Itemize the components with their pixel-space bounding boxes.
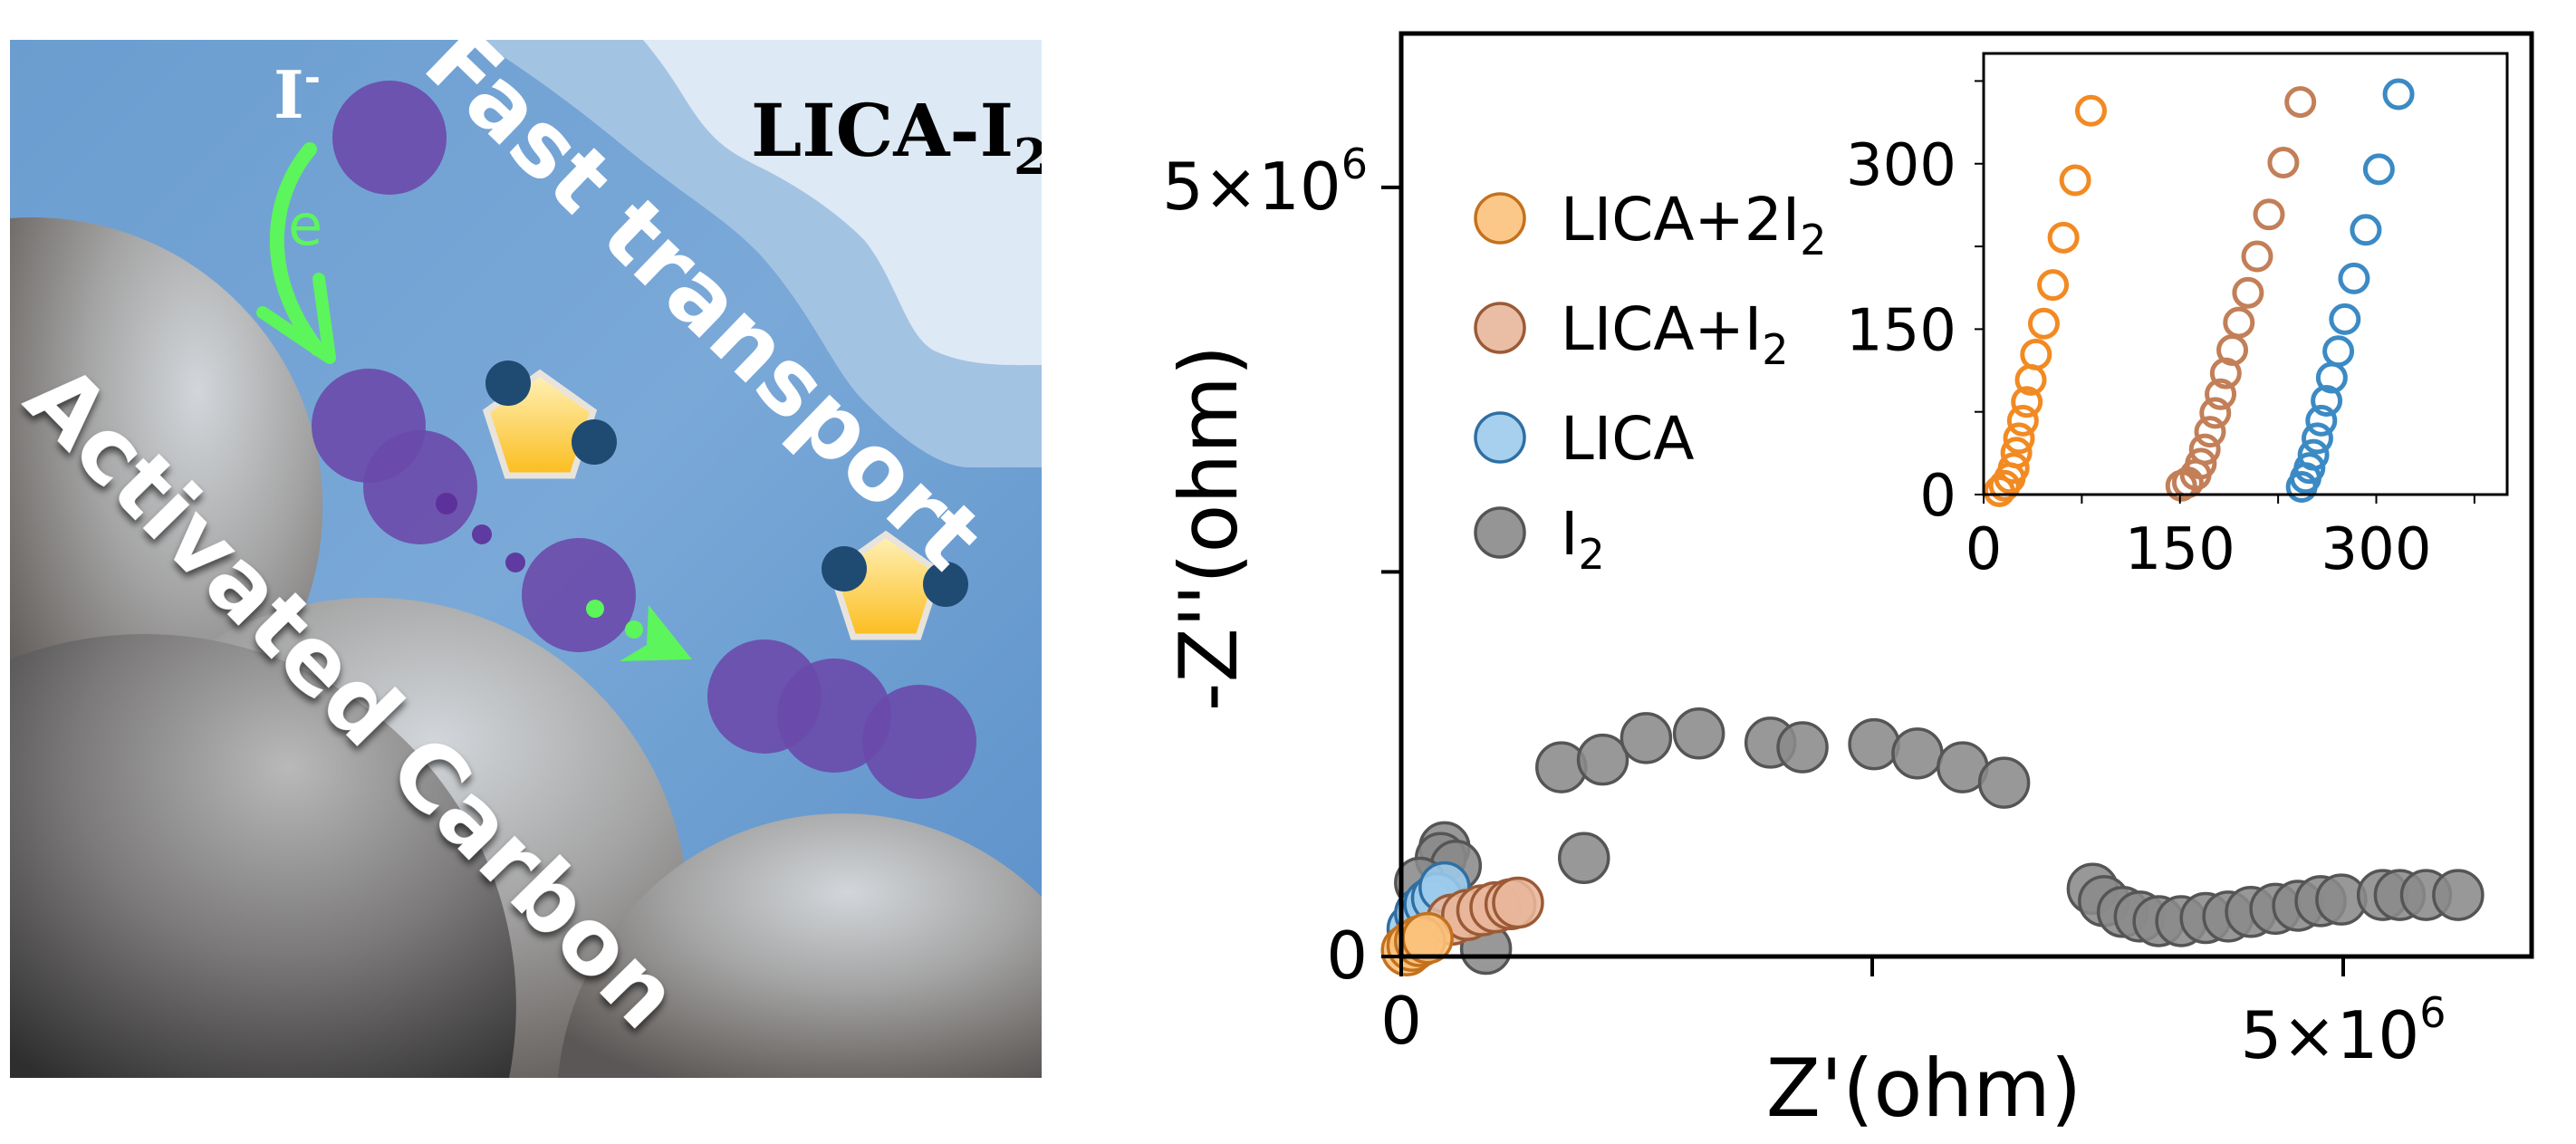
inset-x-tick-label: 150 xyxy=(2125,516,2235,583)
lica-i2-title: LICA-I2 xyxy=(751,88,1048,186)
inset-y-tick-label: 300 xyxy=(1846,132,1956,199)
data-point-inset-series-1 xyxy=(2232,276,2264,309)
data-point-inset-series-0 xyxy=(1997,452,2030,485)
arrow-head-icon xyxy=(620,605,692,661)
data-point-inset-series-0 xyxy=(2059,164,2091,197)
data-point-main-series-0 xyxy=(1848,717,1900,771)
data-point-inset-series-1 xyxy=(2267,147,2300,179)
main-plot-markers xyxy=(1380,707,2485,976)
data-point-inset-series-0 xyxy=(2003,422,2035,455)
data-point-main-series-2 xyxy=(1492,876,1544,929)
data-point-inset-series-2 xyxy=(2322,335,2355,368)
legend-marker xyxy=(1474,506,1526,559)
legend-marker xyxy=(1474,411,1526,464)
data-point-inset-series-2 xyxy=(2329,303,2361,335)
data-point-inset-series-1 xyxy=(2194,416,2226,448)
inset-plot-markers xyxy=(1983,78,2415,507)
inset-y-tick-label: 150 xyxy=(1846,297,1956,364)
data-point-main-series-0 xyxy=(2432,869,2485,921)
iodine-species xyxy=(312,81,976,799)
inset-background xyxy=(1984,53,2507,495)
data-point-inset-series-0 xyxy=(2037,269,2070,302)
carbon-sphere xyxy=(10,634,516,1078)
data-point-main-series-0 xyxy=(1576,733,1629,786)
data-point-inset-series-0 xyxy=(2074,94,2107,127)
legend-label: I2 xyxy=(1561,499,1605,579)
data-point-inset-series-1 xyxy=(2185,447,2217,480)
electron-dots xyxy=(586,600,692,661)
data-point-inset-series-2 xyxy=(2305,404,2338,437)
legend-marker xyxy=(1474,302,1526,354)
y-tick-label: 0 xyxy=(1326,918,1368,994)
data-point-inset-series-0 xyxy=(2006,404,2039,437)
data-point-inset-series-0 xyxy=(2027,307,2060,340)
inset-y-tick-label: 0 xyxy=(1919,463,1956,530)
main-axis-ticks: 0 5×106 0 5×106 xyxy=(1162,139,2446,1073)
legend-item: I2 xyxy=(1474,499,1605,579)
legend-item: LICA+2I2 xyxy=(1474,185,1827,264)
legend-label: LICA+2I2 xyxy=(1561,185,1827,264)
data-point-inset-series-2 xyxy=(2362,153,2395,186)
data-point-inset-series-1 xyxy=(2284,86,2317,119)
pentagon-molecule xyxy=(822,530,968,640)
electrolyte-wave-light xyxy=(643,40,1042,366)
legend-item: LICA+I2 xyxy=(1474,294,1789,374)
data-point-inset-series-1 xyxy=(2188,433,2221,466)
x-axis-title: Z'(ohm) xyxy=(1766,1042,2081,1135)
electron-arrow-icon xyxy=(256,142,336,364)
data-point-main-series-0 xyxy=(1558,832,1610,885)
data-point-inset-series-2 xyxy=(2338,262,2370,294)
mechanism-illustration: I- e Fast transport Activated Carbon LIC… xyxy=(10,40,1048,1078)
x-tick-label: 5×106 xyxy=(2240,988,2446,1073)
data-point-inset-series-1 xyxy=(2205,378,2237,410)
main-axes-frame xyxy=(1399,31,2534,959)
legend-label: LICA+I2 xyxy=(1561,294,1789,374)
inset-axes-frame xyxy=(1982,52,2509,496)
data-point-inset-series-2 xyxy=(2301,422,2333,455)
inset-x-tick-label: 300 xyxy=(2321,516,2431,583)
data-point-inset-series-1 xyxy=(2199,397,2232,429)
data-point-inset-series-2 xyxy=(2297,438,2330,471)
data-point-main-series-0 xyxy=(1776,721,1829,774)
data-point-inset-series-0 xyxy=(2020,338,2052,370)
data-point-inset-series-2 xyxy=(2293,452,2326,485)
data-point-main-series-0 xyxy=(1977,756,2031,809)
data-point-main-series-0 xyxy=(1620,712,1673,764)
inset-axis-ticks: 0 150 300 0 150 300 xyxy=(1846,80,2475,583)
electron-label: e xyxy=(288,192,322,258)
inset-x-tick-label: 0 xyxy=(1966,516,2003,583)
y-axis-title: -Z''(ohm) xyxy=(1162,345,1255,711)
data-point-inset-series-0 xyxy=(2047,221,2080,254)
carbon-sphere xyxy=(558,813,1042,1078)
data-point-inset-series-2 xyxy=(2350,214,2382,246)
ion-label: I- xyxy=(274,54,321,133)
data-point-inset-series-1 xyxy=(2241,240,2273,273)
data-point-inset-series-1 xyxy=(2223,306,2255,339)
pentagon-molecule xyxy=(482,361,617,479)
data-point-inset-series-0 xyxy=(2011,386,2043,418)
legend-label: LICA xyxy=(1561,404,1694,474)
x-tick-label: 0 xyxy=(1380,983,1422,1059)
data-point-inset-series-1 xyxy=(2253,198,2285,231)
data-point-inset-series-0 xyxy=(2000,437,2033,469)
legend-marker xyxy=(1474,192,1526,245)
data-point-inset-series-2 xyxy=(2311,385,2343,418)
y-tick-label: 5×106 xyxy=(1162,139,1368,225)
data-point-main-series-0 xyxy=(1672,707,1725,760)
data-point-main-series-0 xyxy=(1891,727,1944,780)
legend-item: LICA xyxy=(1474,404,1694,474)
data-point-inset-series-2 xyxy=(2382,78,2415,111)
